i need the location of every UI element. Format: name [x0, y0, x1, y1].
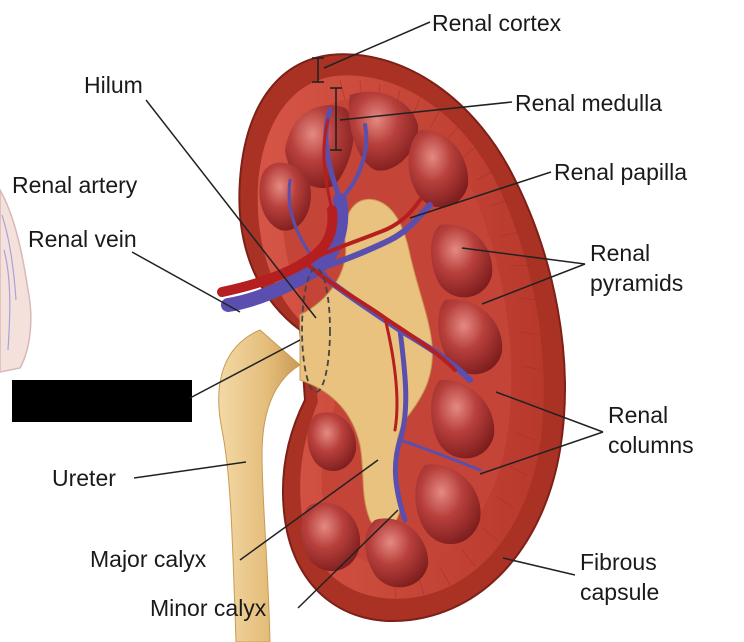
label-fibrous-capsule-line1: Fibrous: [580, 549, 657, 575]
calyx-system: [299, 198, 433, 530]
label-renal-medulla: Renal medulla: [515, 90, 662, 116]
body-silhouette: [0, 188, 32, 373]
measurement-brackets: [312, 57, 342, 151]
ureter-tube: [218, 329, 301, 642]
renal-artery-branches: [217, 118, 457, 432]
label-renal-pyramids-line1: Renal: [590, 240, 650, 266]
hilum-outline: [301, 267, 331, 393]
pyramid: [431, 379, 495, 459]
body-vessels: [1, 214, 17, 351]
label-renal-artery: Renal artery: [12, 172, 138, 198]
label-renal-pyramids-line2: pyramids: [590, 270, 683, 296]
pyramid: [431, 224, 493, 298]
label-ureter: Ureter: [52, 465, 116, 491]
label-minor-calyx: Minor calyx: [150, 595, 267, 621]
pyramid: [438, 299, 503, 375]
label-major-calyx: Major calyx: [90, 546, 207, 572]
labels: Renal cortex Hilum Renal medulla Renal a…: [12, 10, 694, 621]
label-hilum: Hilum: [84, 72, 143, 98]
pyramid: [301, 502, 361, 572]
leader-lines: [131, 21, 604, 609]
label-renal-columns-line2: columns: [608, 432, 694, 458]
label-renal-papilla: Renal papilla: [554, 159, 687, 185]
label-renal-cortex: Renal cortex: [432, 10, 562, 36]
pyramid: [259, 162, 311, 231]
renal-pyramids-group: [259, 91, 503, 588]
pyramid: [365, 518, 429, 588]
label-renal-vein: Renal vein: [28, 226, 137, 252]
pyramid: [307, 412, 357, 472]
redaction-box: [12, 380, 192, 422]
pyramid: [415, 464, 481, 545]
label-fibrous-capsule-line2: capsule: [580, 579, 659, 605]
label-renal-columns-line1: Renal: [608, 402, 668, 428]
pyramid: [408, 129, 469, 208]
